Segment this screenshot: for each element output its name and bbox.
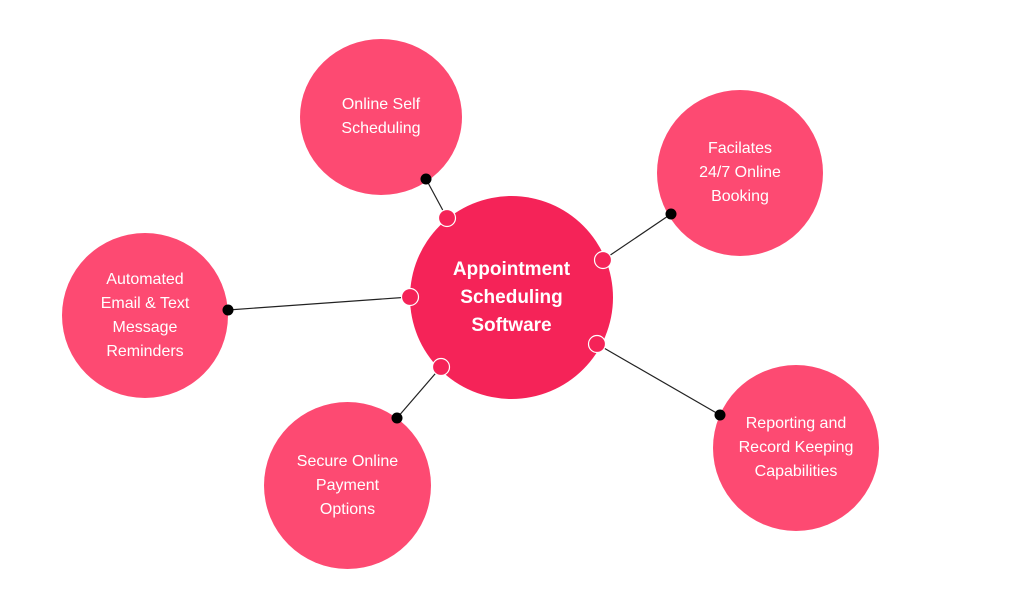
node-label: Secure Online Payment Options (296, 452, 399, 518)
node-automated-email-text-reminders: Automated Email & Text Message Reminders (62, 233, 228, 398)
connector-ring-facilates-24-7-online-booking (593, 250, 613, 270)
connector-ring-secure-online-payment-options (431, 357, 451, 377)
center-node-label: Appointment Scheduling Software (452, 258, 571, 336)
connector-line-reporting-record-keeping (596, 343, 721, 416)
connector-ring-reporting-record-keeping (587, 334, 607, 354)
connector-line-facilates-24-7-online-booking (602, 213, 672, 261)
connector-ring-online-self-scheduling (437, 208, 457, 228)
connector-dot-secure-online-payment-options (391, 412, 403, 424)
node-facilates-24-7-online-booking: Facilates 24/7 Online Booking (657, 90, 823, 256)
connector-dot-automated-email-text-reminders (222, 304, 234, 316)
node-label: Reporting and Record Keeping Capabilitie… (738, 415, 854, 480)
node-label: Facilates 24/7 Online Booking (699, 140, 781, 205)
connector-dot-online-self-scheduling (420, 173, 432, 185)
connector-line-automated-email-text-reminders (227, 296, 411, 311)
node-online-self-scheduling: Online Self Scheduling (300, 39, 462, 195)
connector-line-secure-online-payment-options (396, 366, 442, 419)
node-reporting-record-keeping: Reporting and Record Keeping Capabilitie… (713, 365, 879, 531)
node-secure-online-payment-options: Secure Online Payment Options (264, 402, 431, 569)
node-label: Online Self Scheduling (341, 96, 421, 137)
connector-dot-facilates-24-7-online-booking (665, 208, 677, 220)
node-label: Automated Email & Text Message Reminders (100, 270, 190, 360)
connector-dot-reporting-record-keeping (714, 409, 726, 421)
connector-ring-automated-email-text-reminders (400, 287, 420, 307)
